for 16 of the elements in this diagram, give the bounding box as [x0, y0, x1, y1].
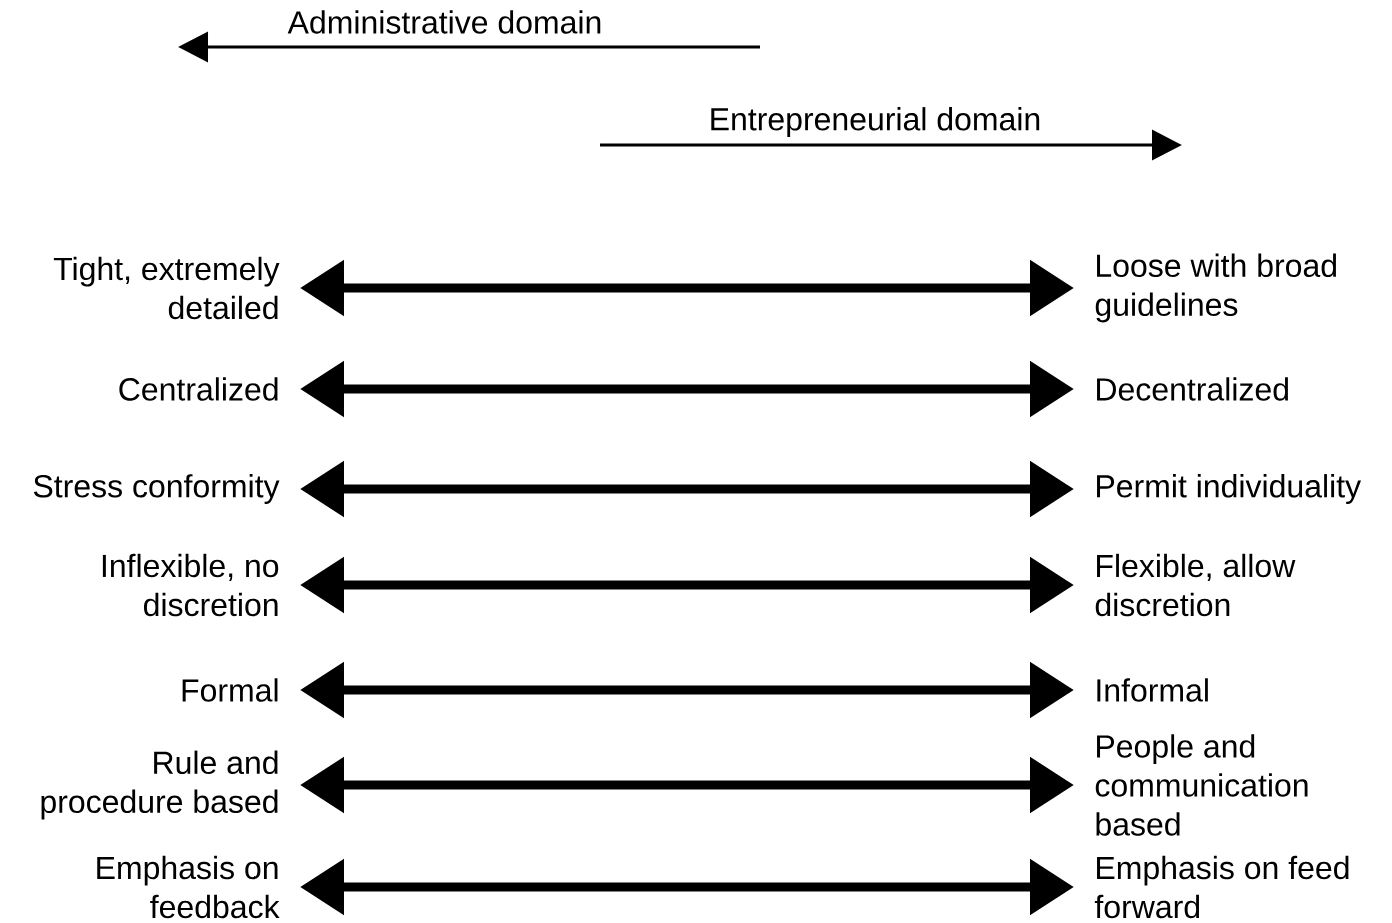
left-text: Formal	[182, 678, 278, 702]
left-text: Inflexible, no discretion	[102, 553, 279, 617]
left-text: Rule and procedure based	[41, 750, 278, 820]
domain-label: Entrepreneurial domain	[711, 107, 1040, 137]
right-text: Flexible, allow discretion	[1095, 553, 1296, 617]
left-text: Tight, extremely detailed	[53, 256, 280, 320]
right-text: Permit individuality	[1097, 474, 1362, 504]
right-text: Decentralized	[1097, 377, 1288, 401]
right-text: Loose with broad guidelines	[1095, 253, 1336, 323]
left-text: Emphasis on feedback	[97, 855, 280, 919]
left-text: Stress conformity	[33, 474, 280, 504]
domain-label: Administrative domain	[287, 10, 601, 34]
right-text: People and communication based	[1095, 734, 1308, 836]
left-text: Centralized	[119, 377, 278, 401]
right-text: Emphasis on feed forward	[1094, 855, 1349, 919]
right-text: Informal	[1097, 678, 1208, 702]
